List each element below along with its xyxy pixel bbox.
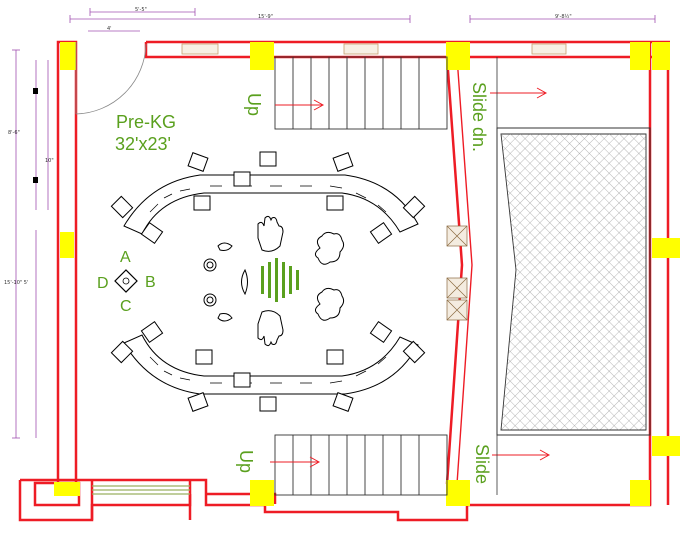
chair [140,320,164,344]
chair [195,349,213,365]
compass-c: C [120,298,132,315]
dim-top-right: 9'-8½" [555,13,572,20]
room-name: Pre-KG [116,112,176,132]
staircase-top [274,56,448,130]
compass: A B C D [97,249,156,315]
dimension-ticks [33,88,38,183]
dim-top-short: 5'-5" [135,7,147,13]
planter-strip [92,485,190,495]
arrow-right-icon [492,449,551,461]
dim-top-long: 15'-9" [258,14,273,20]
dim-left-mid: 10" [45,158,54,164]
chair [193,195,211,211]
chair [187,392,209,412]
stairs-up-label-top: Up [244,93,264,116]
chair [187,152,209,172]
chair [326,195,344,211]
chair [233,372,251,388]
shell-icon [217,313,233,322]
room-size: 32'x23' [115,134,171,154]
chair [110,340,134,364]
arrow-right-icon [490,87,548,99]
dimension-lines [12,8,656,439]
stairs-up-label-bottom: Up [236,450,256,473]
chair [332,392,354,412]
chairs [110,151,426,412]
compass-d: D [97,275,109,292]
chair [402,340,426,364]
hand-icon [257,310,284,347]
slide-label-bottom: Slide [472,444,492,484]
dim-top-door: 4' [107,26,112,32]
compass-a: A [120,249,131,266]
columns [54,42,680,506]
chair [332,152,354,172]
direction-arrows [270,87,551,468]
hand-icon [257,215,284,252]
chair [259,151,277,167]
cloud-icon [314,287,345,321]
slide-label-top: Slide dn. [469,82,489,152]
dim-left-lower: 15'-10" 5' [4,280,28,286]
leaf-icon [241,268,248,296]
slide-area [496,57,651,495]
cloud-icon [314,231,345,265]
chair [140,221,164,245]
chair [233,171,251,187]
staircase-bottom [274,434,448,496]
chair [326,349,344,365]
door-swing [75,42,147,115]
chair [369,221,393,245]
chair [402,195,426,219]
arrow-right-icon [270,456,321,468]
windows [181,43,567,55]
green-bars [261,258,299,302]
chair [110,195,134,219]
dim-left-upper: 8'-6" [8,130,20,136]
slide-markers [446,225,468,321]
shell-icon [217,242,233,251]
chair [369,320,393,344]
curved-table-bottom [123,334,419,395]
center-decor [203,215,345,347]
arrow-right-icon [275,99,325,111]
compass-b: B [145,274,156,291]
chair [259,396,277,412]
curved-table-top [123,174,419,235]
